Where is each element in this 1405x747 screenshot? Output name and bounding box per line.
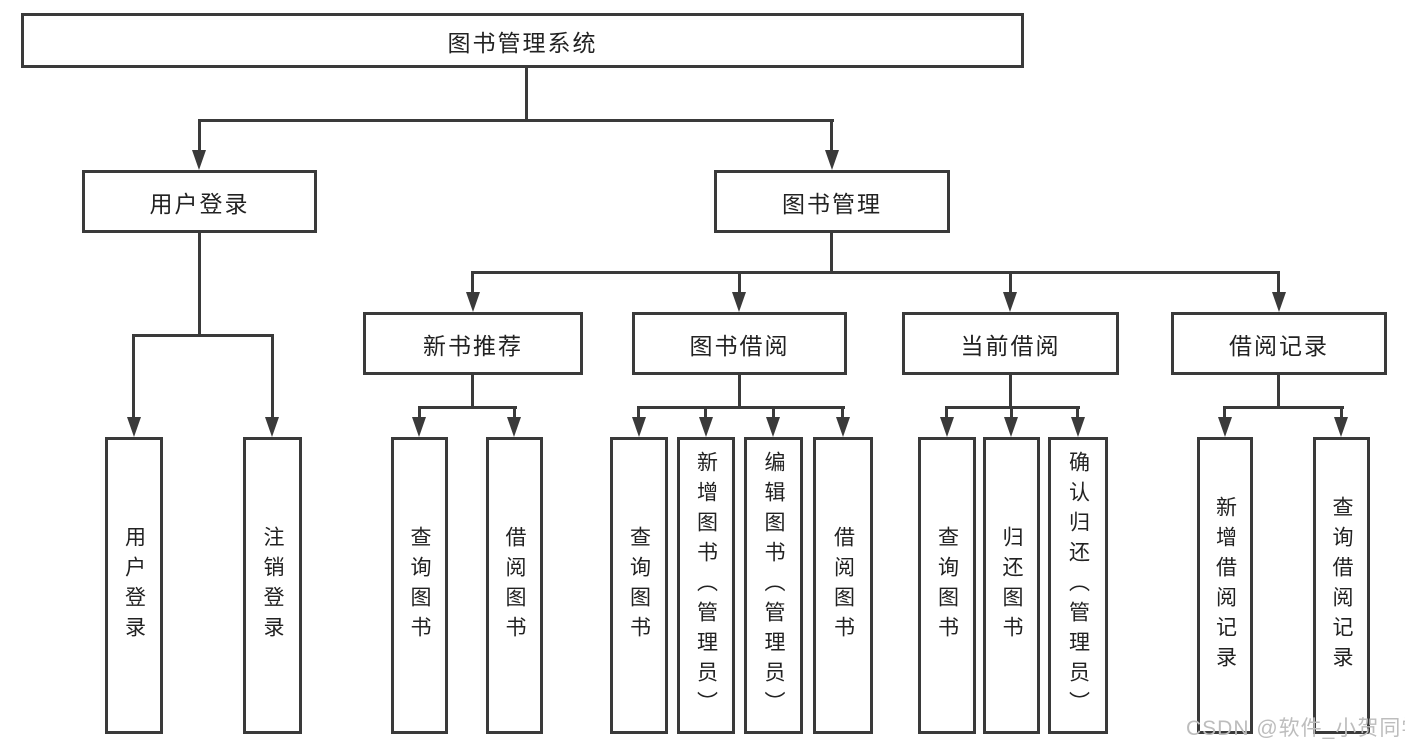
node-leaf-br-query-label: 查询借阅记录 — [1330, 495, 1353, 676]
arrow-down-icon — [1071, 417, 1085, 437]
watermark-text: CSDN @软件_小贺同学 — [1186, 717, 1405, 740]
node-leaf-bb-edit-label: 编辑图书（管理员） — [762, 450, 785, 721]
connector-drop-leaf-bb-edit — [772, 406, 775, 420]
connector-book-borrow-stub — [738, 375, 741, 408]
node-current-borrow-label: 当前借阅 — [960, 332, 1061, 359]
connector-root-trunk — [525, 68, 528, 119]
node-leaf-nbr-query: 查询图书 — [391, 437, 448, 734]
connector-drop-leaf-nbr-borrow — [513, 406, 516, 420]
arrow-down-icon — [1334, 417, 1348, 437]
arrow-down-icon — [1272, 292, 1286, 312]
node-leaf-bb-borrow: 借阅图书 — [813, 437, 873, 734]
node-leaf-logout-label: 注销登录 — [261, 525, 284, 646]
arrow-down-icon — [507, 417, 521, 437]
arrow-down-icon — [766, 417, 780, 437]
arrow-down-icon — [1003, 292, 1017, 312]
connector-groupA-rail — [132, 334, 274, 337]
node-leaf-cb-query-label: 查询图书 — [935, 525, 959, 646]
connector-drop-new-book-rec — [471, 271, 474, 295]
node-leaf-nbr-query-label: 查询图书 — [408, 525, 431, 646]
connector-drop-user-login — [198, 119, 201, 153]
connector-l1-rail — [198, 119, 834, 122]
arrow-down-icon — [732, 292, 746, 312]
node-leaf-br-query: 查询借阅记录 — [1313, 437, 1370, 734]
node-book-borrow-label: 图书借阅 — [689, 332, 790, 359]
node-leaf-logout: 注销登录 — [243, 437, 302, 734]
node-new-book-rec: 新书推荐 — [363, 312, 583, 375]
connector-drop-leaf-cb-query — [945, 406, 948, 420]
connector-drop-leaf-logout — [271, 334, 274, 420]
connector-drop-book-borrow — [738, 271, 741, 295]
connector-drop-leaf-br-add — [1223, 406, 1226, 420]
node-borrow-records-label: 借阅记录 — [1229, 332, 1329, 359]
node-leaf-bb-query-label: 查询图书 — [627, 525, 651, 646]
connector-drop-leaf-nbr-query — [418, 406, 421, 420]
connector-drop-leaf-br-query — [1340, 406, 1343, 420]
arrow-down-icon — [699, 417, 713, 437]
node-leaf-cb-return: 归还图书 — [983, 437, 1040, 734]
node-leaf-cb-confirm-label: 确认归还（管理员） — [1066, 450, 1090, 721]
arrow-down-icon — [127, 417, 141, 437]
node-leaf-user-login-label: 用户登录 — [122, 525, 146, 646]
connector-drop-book-mgmt — [830, 119, 833, 153]
arrow-down-icon — [1004, 417, 1018, 437]
arrow-down-icon — [466, 292, 480, 312]
node-book-borrow: 图书借阅 — [632, 312, 847, 375]
node-current-borrow: 当前借阅 — [902, 312, 1119, 375]
connector-drop-leaf-cb-confirm — [1076, 406, 1079, 420]
connector-groupE-rail — [1223, 406, 1344, 409]
connector-groupC-rail — [637, 406, 845, 409]
arrow-down-icon — [192, 150, 206, 170]
node-new-book-rec-label: 新书推荐 — [423, 332, 523, 359]
arrow-down-icon — [825, 150, 839, 170]
connector-borrow-records-stub — [1277, 375, 1280, 408]
node-book-mgmt-label: 图书管理 — [782, 190, 882, 217]
connector-drop-leaf-user-login — [132, 334, 135, 420]
connector-current-borrow-stub — [1009, 375, 1012, 408]
node-root-label: 图书管理系统 — [447, 29, 598, 56]
node-leaf-bb-edit: 编辑图书（管理员） — [744, 437, 803, 734]
connector-user-login-stub — [198, 233, 201, 336]
node-leaf-user-login: 用户登录 — [105, 437, 163, 734]
node-user-login: 用户登录 — [82, 170, 317, 233]
node-leaf-br-add: 新增借阅记录 — [1197, 437, 1253, 734]
node-leaf-br-add-label: 新增借阅记录 — [1213, 495, 1237, 676]
arrow-down-icon — [632, 417, 646, 437]
node-leaf-nbr-borrow-label: 借阅图书 — [503, 525, 526, 646]
connector-groupB-rail — [418, 406, 517, 409]
connector-l2-rail — [471, 271, 1280, 274]
connector-drop-borrow-records — [1277, 271, 1280, 295]
node-leaf-cb-return-label: 归还图书 — [1000, 525, 1023, 646]
connector-drop-leaf-bb-query — [637, 406, 640, 420]
connector-drop-leaf-bb-borrow — [841, 406, 844, 420]
arrow-down-icon — [265, 417, 279, 437]
node-user-login-label: 用户登录 — [149, 190, 250, 217]
connector-drop-current-borrow — [1009, 271, 1012, 295]
connector-book-mgmt-stub — [830, 233, 833, 274]
node-leaf-cb-confirm: 确认归还（管理员） — [1048, 437, 1108, 734]
connector-drop-leaf-cb-return — [1010, 406, 1013, 420]
arrow-down-icon — [412, 417, 426, 437]
arrow-down-icon — [836, 417, 850, 437]
node-borrow-records: 借阅记录 — [1171, 312, 1387, 375]
node-book-mgmt: 图书管理 — [714, 170, 950, 233]
node-leaf-bb-add-label: 新增图书（管理员） — [694, 450, 718, 721]
connector-new-book-rec-stub — [471, 375, 474, 408]
node-leaf-cb-query: 查询图书 — [918, 437, 976, 734]
node-root: 图书管理系统 — [21, 13, 1024, 68]
node-leaf-bb-borrow-label: 借阅图书 — [831, 525, 855, 646]
arrow-down-icon — [1218, 417, 1232, 437]
node-leaf-bb-add: 新增图书（管理员） — [677, 437, 735, 734]
arrow-down-icon — [940, 417, 954, 437]
node-leaf-bb-query: 查询图书 — [610, 437, 668, 734]
connector-drop-leaf-bb-add — [704, 406, 707, 420]
node-leaf-nbr-borrow: 借阅图书 — [486, 437, 543, 734]
